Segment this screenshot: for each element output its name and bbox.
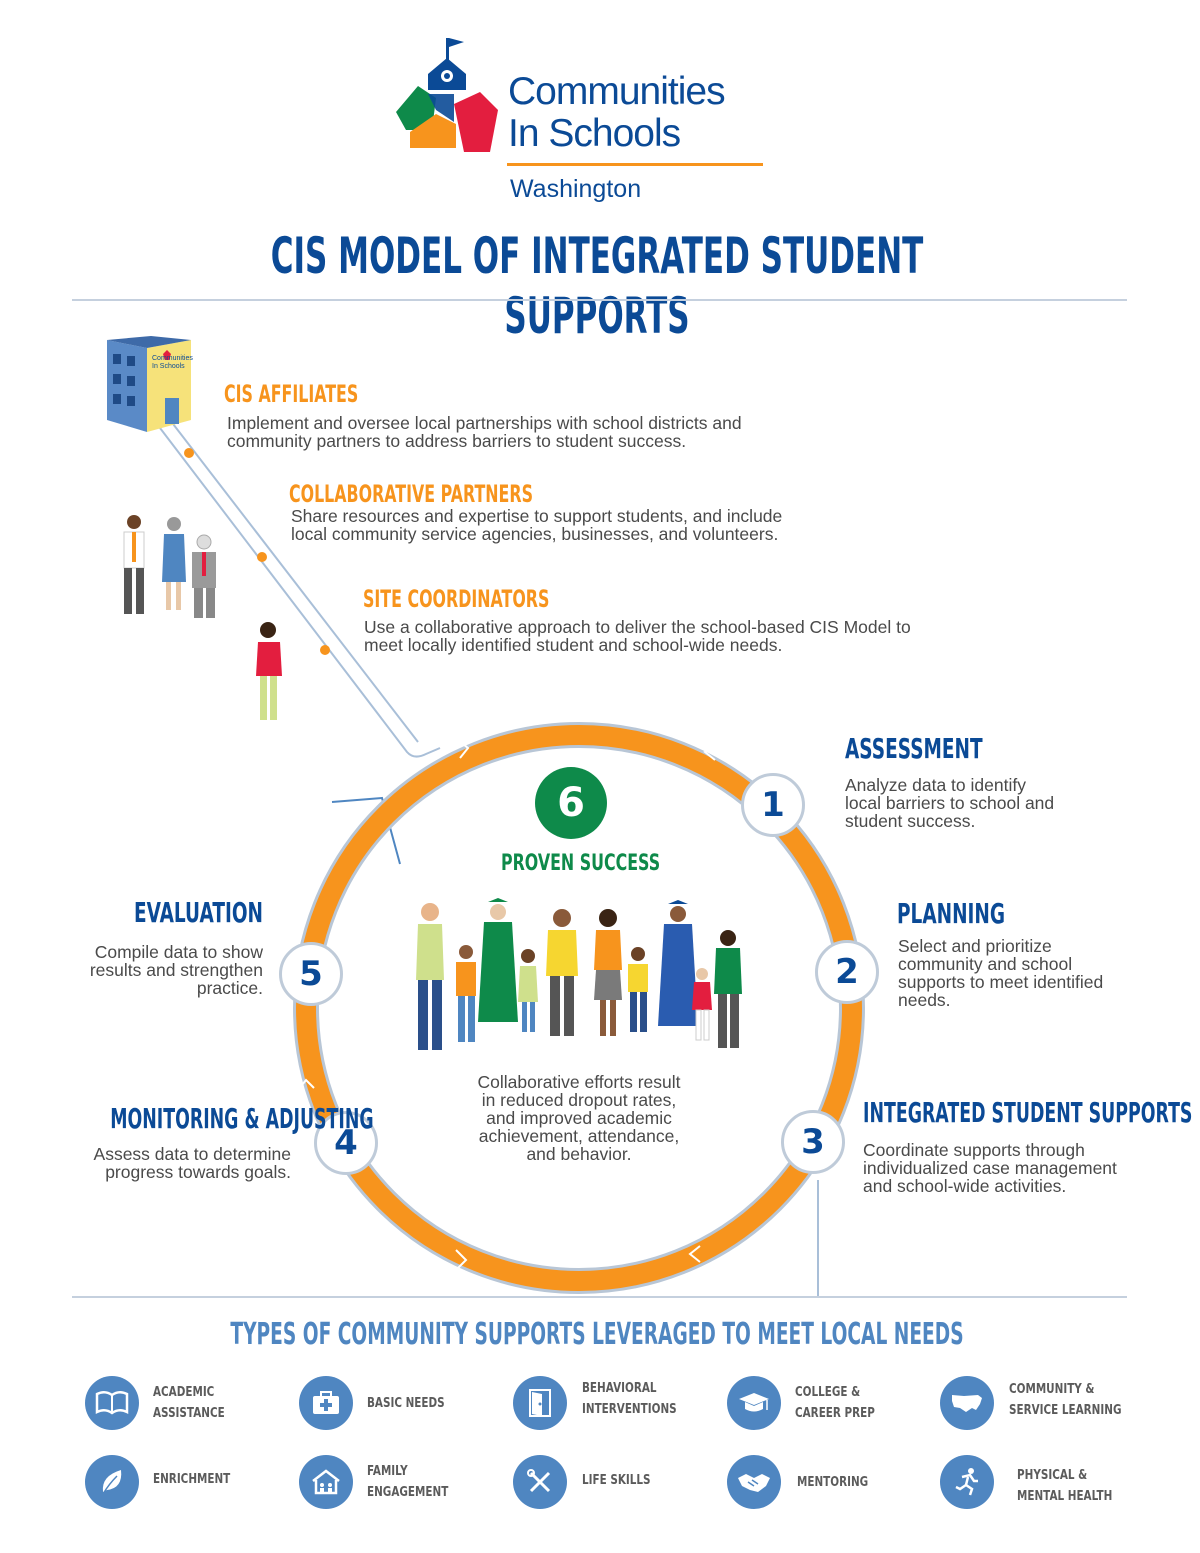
support-label-family-2: ENGAGEMENT — [367, 1485, 449, 1500]
connector-dot-1 — [184, 448, 194, 458]
support-label-behavioral-1: BEHAVIORAL — [582, 1381, 657, 1396]
step-2-text-3: supports to meet identified — [898, 972, 1104, 992]
role-text-collaborative-partners-1: Share resources and expertise to support… — [291, 506, 783, 526]
support-label-life-skills: LIFE SKILLS — [582, 1473, 651, 1488]
school-building-icon — [107, 336, 191, 432]
support-label-academic-1: ACADEMIC — [153, 1385, 215, 1400]
step-1-text-1: Analyze data to identify — [845, 775, 1026, 795]
step-1-text-2: local barriers to school and — [845, 793, 1055, 813]
step-3-text-2: individualized case management — [863, 1158, 1117, 1178]
handshake-icon — [738, 1474, 770, 1492]
connector-dot-2 — [257, 552, 267, 562]
support-label-physical-2: MENTAL HEALTH — [1017, 1489, 1113, 1504]
step-1-heading: ASSESSMENT — [845, 732, 983, 765]
step-4-text-1: Assess data to determine — [93, 1144, 291, 1164]
role-text-collaborative-partners-2: local community service agencies, busine… — [291, 524, 779, 544]
support-behavioral-interventions — [513, 1376, 567, 1430]
page-title: CIS MODEL OF INTEGRATED STUDENT SUPPORTS — [270, 227, 924, 345]
proven-success-number: 6 — [557, 780, 585, 826]
step-1-number: 1 — [741, 773, 805, 837]
connector-dot-3 — [320, 645, 330, 655]
tools-icon — [527, 1469, 551, 1493]
support-life-skills — [513, 1455, 567, 1509]
supports-title: TYPES OF COMMUNITY SUPPORTS LEVERAGED TO… — [230, 1317, 964, 1352]
step-2-text-4: needs. — [898, 990, 951, 1010]
support-label-community-2: SERVICE LEARNING — [1009, 1403, 1122, 1418]
first-aid-kit-icon — [313, 1391, 339, 1414]
support-label-physical-1: PHYSICAL & — [1017, 1468, 1088, 1483]
building-sign-line-1: Communities — [152, 355, 193, 362]
support-physical-mental-health — [940, 1455, 994, 1509]
support-enrichment — [85, 1455, 139, 1509]
support-basic-needs — [299, 1376, 353, 1430]
step-2-heading: PLANNING — [897, 897, 1006, 930]
proven-success-text-1: Collaborative efforts result — [477, 1072, 681, 1092]
support-academic-assistance — [85, 1376, 139, 1430]
support-label-college-2: CAREER PREP — [795, 1406, 875, 1421]
proven-success-badge: 6 — [535, 767, 607, 839]
role-text-cis-affiliates-2: community partners to address barriers t… — [227, 431, 687, 451]
support-college-career-prep — [727, 1376, 781, 1430]
support-label-enrichment: ENRICHMENT — [153, 1472, 231, 1487]
logo-divider — [507, 163, 763, 166]
usa-map-icon — [952, 1395, 982, 1412]
logo-line-2: In Schools — [508, 112, 681, 155]
role-heading-collaborative-partners: COLLABORATIVE PARTNERS — [289, 480, 533, 508]
step-2-text-1: Select and prioritize — [898, 936, 1052, 956]
proven-success-text-3: and improved academic — [486, 1108, 672, 1128]
graduation-cap-icon — [739, 1393, 769, 1412]
step-5-heading: EVALUATION — [133, 896, 263, 929]
support-label-basic-needs: BASIC NEEDS — [367, 1396, 445, 1411]
site-coordinator-illustration — [256, 622, 282, 720]
step-5-text-2: results and strengthen — [89, 960, 263, 980]
step-4-number: 4 — [314, 1111, 378, 1175]
step-3-heading: INTEGRATED STUDENT SUPPORTS — [863, 1096, 1193, 1129]
proven-success-text-4: achievement, attendance, — [478, 1126, 680, 1146]
support-label-behavioral-2: INTERVENTIONS — [582, 1402, 677, 1417]
step-2-number: 2 — [815, 940, 879, 1004]
leaf-icon — [102, 1470, 122, 1495]
step-3-text-3: and school-wide activities. — [863, 1176, 1067, 1196]
proven-success-text-5: and behavior. — [526, 1144, 632, 1164]
role-heading-site-coordinators: SITE COORDINATORS — [363, 585, 550, 613]
supports-divider — [72, 1296, 1127, 1298]
support-label-mentoring: MENTORING — [797, 1475, 869, 1490]
proven-success-heading: PROVEN SUCCESS — [501, 851, 661, 876]
support-mentoring — [727, 1455, 781, 1509]
runner-icon — [955, 1468, 978, 1496]
school-logo-icon — [396, 38, 498, 152]
step-5-number: 5 — [279, 942, 343, 1006]
book-icon — [95, 1391, 129, 1415]
step-5-text-1: Compile data to show — [94, 942, 263, 962]
support-label-academic-2: ASSISTANCE — [153, 1406, 225, 1421]
support-label-community-1: COMMUNITY & — [1009, 1382, 1095, 1397]
role-heading-cis-affiliates: CIS AFFILIATES — [224, 380, 359, 408]
support-family-engagement — [299, 1455, 353, 1509]
logo-region: Washington — [510, 175, 642, 203]
step-4-text-2: progress towards goals. — [105, 1162, 291, 1182]
role-text-cis-affiliates-1: Implement and oversee local partnerships… — [227, 413, 742, 433]
support-community-service-learning — [940, 1376, 994, 1430]
step-5-text-3: practice. — [196, 978, 263, 998]
step-3-text-1: Coordinate supports through — [863, 1140, 1085, 1160]
step-2-text-2: community and school — [898, 954, 1073, 974]
support-label-college-1: COLLEGE & — [795, 1385, 861, 1400]
house-icon — [312, 1469, 340, 1495]
logo-line-1: Communities — [508, 70, 726, 113]
step-1-text-3: student success. — [845, 811, 976, 831]
partners-people-illustration — [123, 515, 216, 618]
proven-success-text-2: in reduced dropout rates, — [481, 1090, 677, 1110]
building-sign-line-2: In Schools — [152, 363, 185, 370]
door-icon — [529, 1389, 551, 1417]
title-divider — [72, 299, 1127, 301]
role-text-site-coordinators-2: meet locally identified student and scho… — [364, 635, 783, 655]
step-3-number: 3 — [781, 1110, 845, 1174]
support-label-family-1: FAMILY — [367, 1464, 408, 1479]
role-text-site-coordinators-1: Use a collaborative approach to deliver … — [364, 617, 911, 637]
students-group-illustration — [416, 898, 742, 1050]
step-4-heading: MONITORING & ADJUSTING — [110, 1102, 374, 1135]
